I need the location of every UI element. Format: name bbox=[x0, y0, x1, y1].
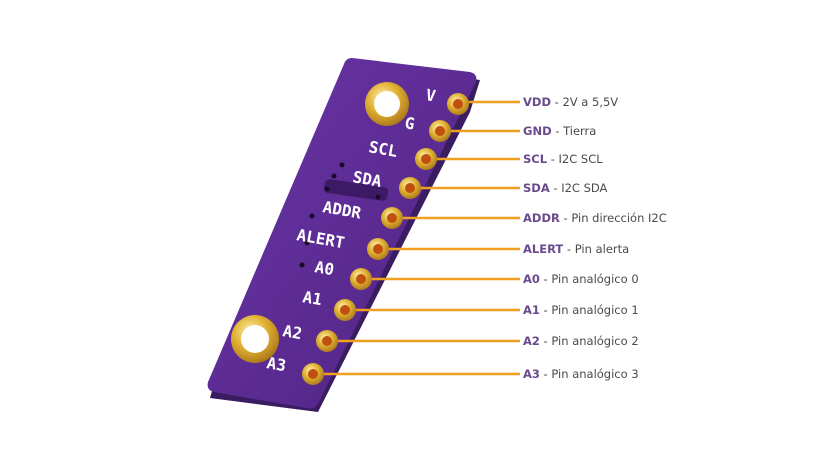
svg-text:A1: A1 bbox=[301, 287, 323, 309]
solder-jumper bbox=[323, 179, 389, 201]
pin-name: SDA bbox=[523, 181, 550, 195]
pin-name: SCL bbox=[523, 152, 548, 166]
svg-text:SCL: SCL bbox=[367, 137, 399, 161]
pcb-body bbox=[207, 58, 477, 409]
pin-label-gnd: GND - Tierra bbox=[523, 124, 596, 138]
pin-desc: I2C SDA bbox=[561, 181, 608, 195]
separator: - bbox=[559, 211, 572, 225]
pin-desc: 2V a 5,5V bbox=[562, 95, 619, 109]
separator: - bbox=[549, 181, 562, 195]
pin-label-vdd: VDD - 2V a 5,5V bbox=[523, 95, 618, 109]
svg-text:A2: A2 bbox=[281, 321, 303, 343]
pin-label-alert: ALERT - Pin alerta bbox=[523, 242, 629, 256]
pin-desc: Pin analógico 0 bbox=[551, 272, 639, 286]
pin-label-addr: ADDR - Pin dirección I2C bbox=[523, 211, 667, 225]
separator: - bbox=[539, 334, 552, 348]
pin-desc: Pin alerta bbox=[574, 242, 630, 256]
separator: - bbox=[539, 367, 552, 381]
pin-name: A2 bbox=[523, 334, 540, 348]
pin-name: VDD bbox=[523, 95, 551, 109]
separator: - bbox=[547, 152, 559, 166]
pin-name: A3 bbox=[523, 367, 540, 381]
vias bbox=[299, 162, 381, 268]
pin-name: A0 bbox=[523, 272, 540, 286]
pin-label-a0: A0 - Pin analógico 0 bbox=[523, 272, 639, 286]
svg-text:SDA: SDA bbox=[351, 167, 383, 191]
separator: - bbox=[551, 124, 564, 138]
pin-pads bbox=[302, 93, 469, 385]
pin-name: GND bbox=[523, 124, 552, 138]
pin-desc: Pin analógico 3 bbox=[551, 367, 639, 381]
pin-desc: Tierra bbox=[563, 124, 597, 138]
leader-lines bbox=[313, 100, 520, 376]
pin-label-scl: SCL - I2C SCL bbox=[523, 152, 603, 166]
separator: - bbox=[539, 272, 552, 286]
pin-desc: I2C SCL bbox=[558, 152, 603, 166]
pin-label-a3: A3 - Pin analógico 3 bbox=[523, 367, 639, 381]
svg-text:G: G bbox=[403, 113, 416, 133]
pin-desc: Pin dirección I2C bbox=[571, 211, 667, 225]
pin-desc: Pin analógico 1 bbox=[551, 303, 639, 317]
mounting-hole-bottom bbox=[231, 315, 279, 363]
svg-text:A0: A0 bbox=[313, 257, 335, 279]
pin-label-a1: A1 - Pin analógico 1 bbox=[523, 303, 639, 317]
separator: - bbox=[539, 303, 552, 317]
pin-label-a2: A2 - Pin analógico 2 bbox=[523, 334, 639, 348]
pin-name: ALERT bbox=[523, 242, 564, 256]
pin-name: ADDR bbox=[523, 211, 560, 225]
svg-text:A3: A3 bbox=[265, 353, 287, 375]
mounting-hole-top bbox=[365, 82, 409, 126]
pin-name: A1 bbox=[523, 303, 540, 317]
separator: - bbox=[563, 242, 575, 256]
pin-desc: Pin analógico 2 bbox=[551, 334, 639, 348]
svg-text:V: V bbox=[424, 85, 437, 105]
separator: - bbox=[551, 95, 563, 109]
pin-label-sda: SDA - I2C SDA bbox=[523, 181, 607, 195]
